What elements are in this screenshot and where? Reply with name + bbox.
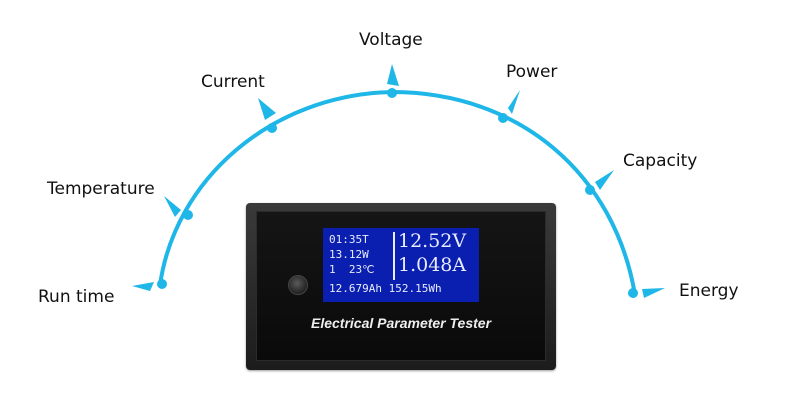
- node-energy: [628, 288, 638, 298]
- arrow-icon: [642, 288, 665, 298]
- tester-device: 01:35T 13.12W 1 23℃ 12.52V 1.048A 12.679…: [246, 203, 556, 370]
- device-caption: Electrical Parameter Tester: [310, 315, 492, 331]
- arrow-icon: [595, 170, 614, 190]
- time-readout: 01:35T: [329, 233, 369, 246]
- node-power: [498, 113, 508, 123]
- screen-right-column: 12.52V 1.048A: [398, 229, 466, 277]
- node-current: [267, 123, 277, 133]
- arrow-icon: [387, 64, 399, 86]
- arrow-icon: [508, 90, 520, 114]
- node-capacity: [585, 185, 595, 195]
- voltage-readout: 12.52V: [398, 230, 467, 252]
- screen-divider: [393, 232, 395, 280]
- label-run-time: Run time: [38, 287, 115, 307]
- node-voltage: [387, 88, 397, 98]
- arrow-icon: [258, 98, 276, 120]
- arrow-icon: [132, 282, 154, 291]
- node-temperature: [183, 210, 193, 220]
- current-readout: 1.048A: [398, 254, 467, 276]
- button-knob[interactable]: [288, 275, 308, 295]
- label-capacity: Capacity: [623, 151, 698, 171]
- label-voltage: Voltage: [359, 30, 423, 50]
- label-temperature: Temperature: [47, 179, 155, 199]
- label-energy: Energy: [679, 281, 739, 301]
- energy-readout: 12.679Ah 152.15Wh: [329, 282, 442, 295]
- node-run-time: [157, 279, 167, 289]
- oled-screen: 01:35T 13.12W 1 23℃ 12.52V 1.048A 12.679…: [323, 228, 479, 302]
- label-current: Current: [201, 72, 265, 92]
- screen-left-column: 01:35T 13.12W 1 23℃: [329, 232, 374, 277]
- arrow-icon: [164, 196, 181, 217]
- temp-readout: 1 23℃: [329, 263, 375, 276]
- power-readout: 13.12W: [329, 248, 369, 261]
- label-power: Power: [506, 62, 558, 82]
